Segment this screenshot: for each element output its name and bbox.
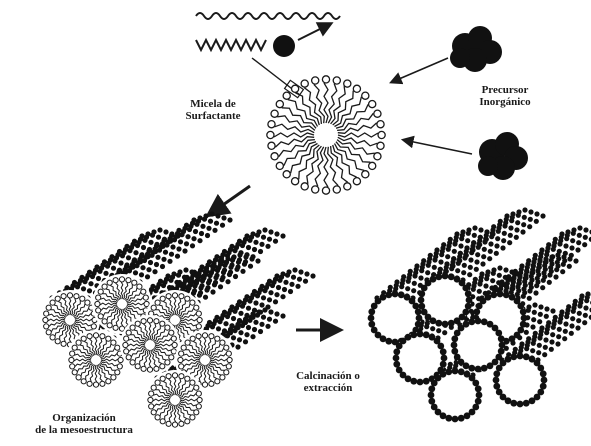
organization-label: Organización de la mesoestructura: [14, 412, 154, 436]
process-label-line1: Calcinación o: [282, 370, 374, 382]
organization-label-line2: de la mesoestructura: [14, 424, 154, 436]
micelle-label: Micela de Surfactante: [178, 98, 248, 122]
precursor-label-line2: Inorgánico: [466, 96, 544, 108]
organized-mesostructure: [40, 211, 316, 430]
process-label-line2: extracción: [282, 382, 374, 394]
surfactant-molecule-tail: [196, 40, 266, 50]
precursor-cluster-bottom: [478, 132, 528, 180]
precursor-label: Precursor Inorgánico: [466, 84, 544, 108]
surfactant-molecule-head: [273, 35, 295, 57]
surfactant-tail-legend: [196, 13, 340, 19]
organization-label-line1: Organización: [14, 412, 154, 424]
micelle-label-line2: Surfactante: [178, 110, 248, 122]
surfactant-arrow: [298, 24, 330, 40]
process-label: Calcinación o extracción: [282, 370, 374, 394]
precursor-label-line1: Precursor: [466, 84, 544, 96]
micelle-label-line1: Micela de: [178, 98, 248, 110]
precursor-arrow-top: [392, 58, 448, 82]
precursor-arrow-bottom: [404, 140, 472, 154]
mesoporous-material: [368, 207, 591, 422]
micelle-to-organization-arrow: [210, 186, 250, 214]
surfactant-micelle: [267, 76, 385, 194]
precursor-cluster-top: [450, 26, 502, 72]
